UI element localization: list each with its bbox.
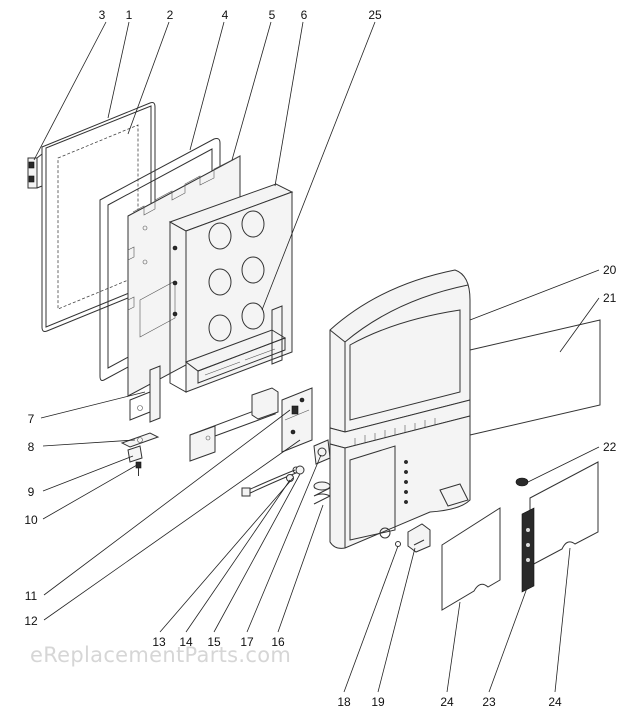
callouts-top: 3 1 2 4 5 6 25 [99,8,382,22]
callout-4: 4 [222,8,229,22]
part-10-screw [135,461,142,476]
part-24-label-card-right [529,461,599,567]
callout-22: 22 [603,440,617,454]
callout-7: 7 [28,412,35,426]
part-19-clip [407,523,431,553]
callout-21: 21 [603,291,617,305]
callout-8: 8 [28,440,35,454]
callout-10: 10 [24,513,38,527]
part-2-dashed-inner-frame [57,124,139,310]
part-21-front-panel [469,319,601,436]
callout-16: 16 [271,635,285,649]
part-9-pivot-washer [127,445,143,463]
callouts-right: 20 21 22 [603,263,617,454]
callout-11: 11 [25,589,38,603]
callouts-bottom: 13 14 15 17 16 18 19 24 23 24 [152,635,562,709]
part-16-spring-valve [313,481,332,505]
callout-15: 15 [207,635,221,649]
part-23-label-strip [521,507,535,593]
watermark-text: eReplacementParts.com [30,643,292,667]
callout-2: 2 [167,8,174,22]
part-bracket-assembly [189,387,279,462]
callout-3: 3 [99,8,106,22]
part-3-hinge-bracket [27,152,43,189]
callout-25: 25 [368,8,382,22]
part-6-chassis-frame [168,183,294,393]
callout-19: 19 [371,695,385,709]
callout-12: 12 [24,614,38,628]
leader-lines [33,21,600,693]
part-20-main-housing [329,269,471,549]
callout-18: 18 [337,695,351,709]
part-22-badge [515,477,529,487]
callout-23: 23 [482,695,496,709]
callout-17: 17 [240,635,254,649]
callout-14: 14 [179,635,193,649]
callout-13: 13 [152,635,166,649]
callout-9: 9 [28,485,35,499]
part-18-small-screw [395,541,401,547]
callout-24-left: 24 [440,695,454,709]
part-24-label-card-left [441,507,501,611]
callout-5: 5 [269,8,276,22]
callout-1: 1 [126,8,133,22]
callout-6: 6 [301,8,308,22]
callouts-left: 7 8 9 10 11 12 [24,412,38,628]
part-7-side-bracket [129,365,161,423]
callout-24-right: 24 [548,695,562,709]
part-17-switch-knob [313,439,331,465]
part-8-hinge-plate [120,432,160,448]
part-11-circuit-board [281,387,313,453]
callout-20: 20 [603,263,617,277]
